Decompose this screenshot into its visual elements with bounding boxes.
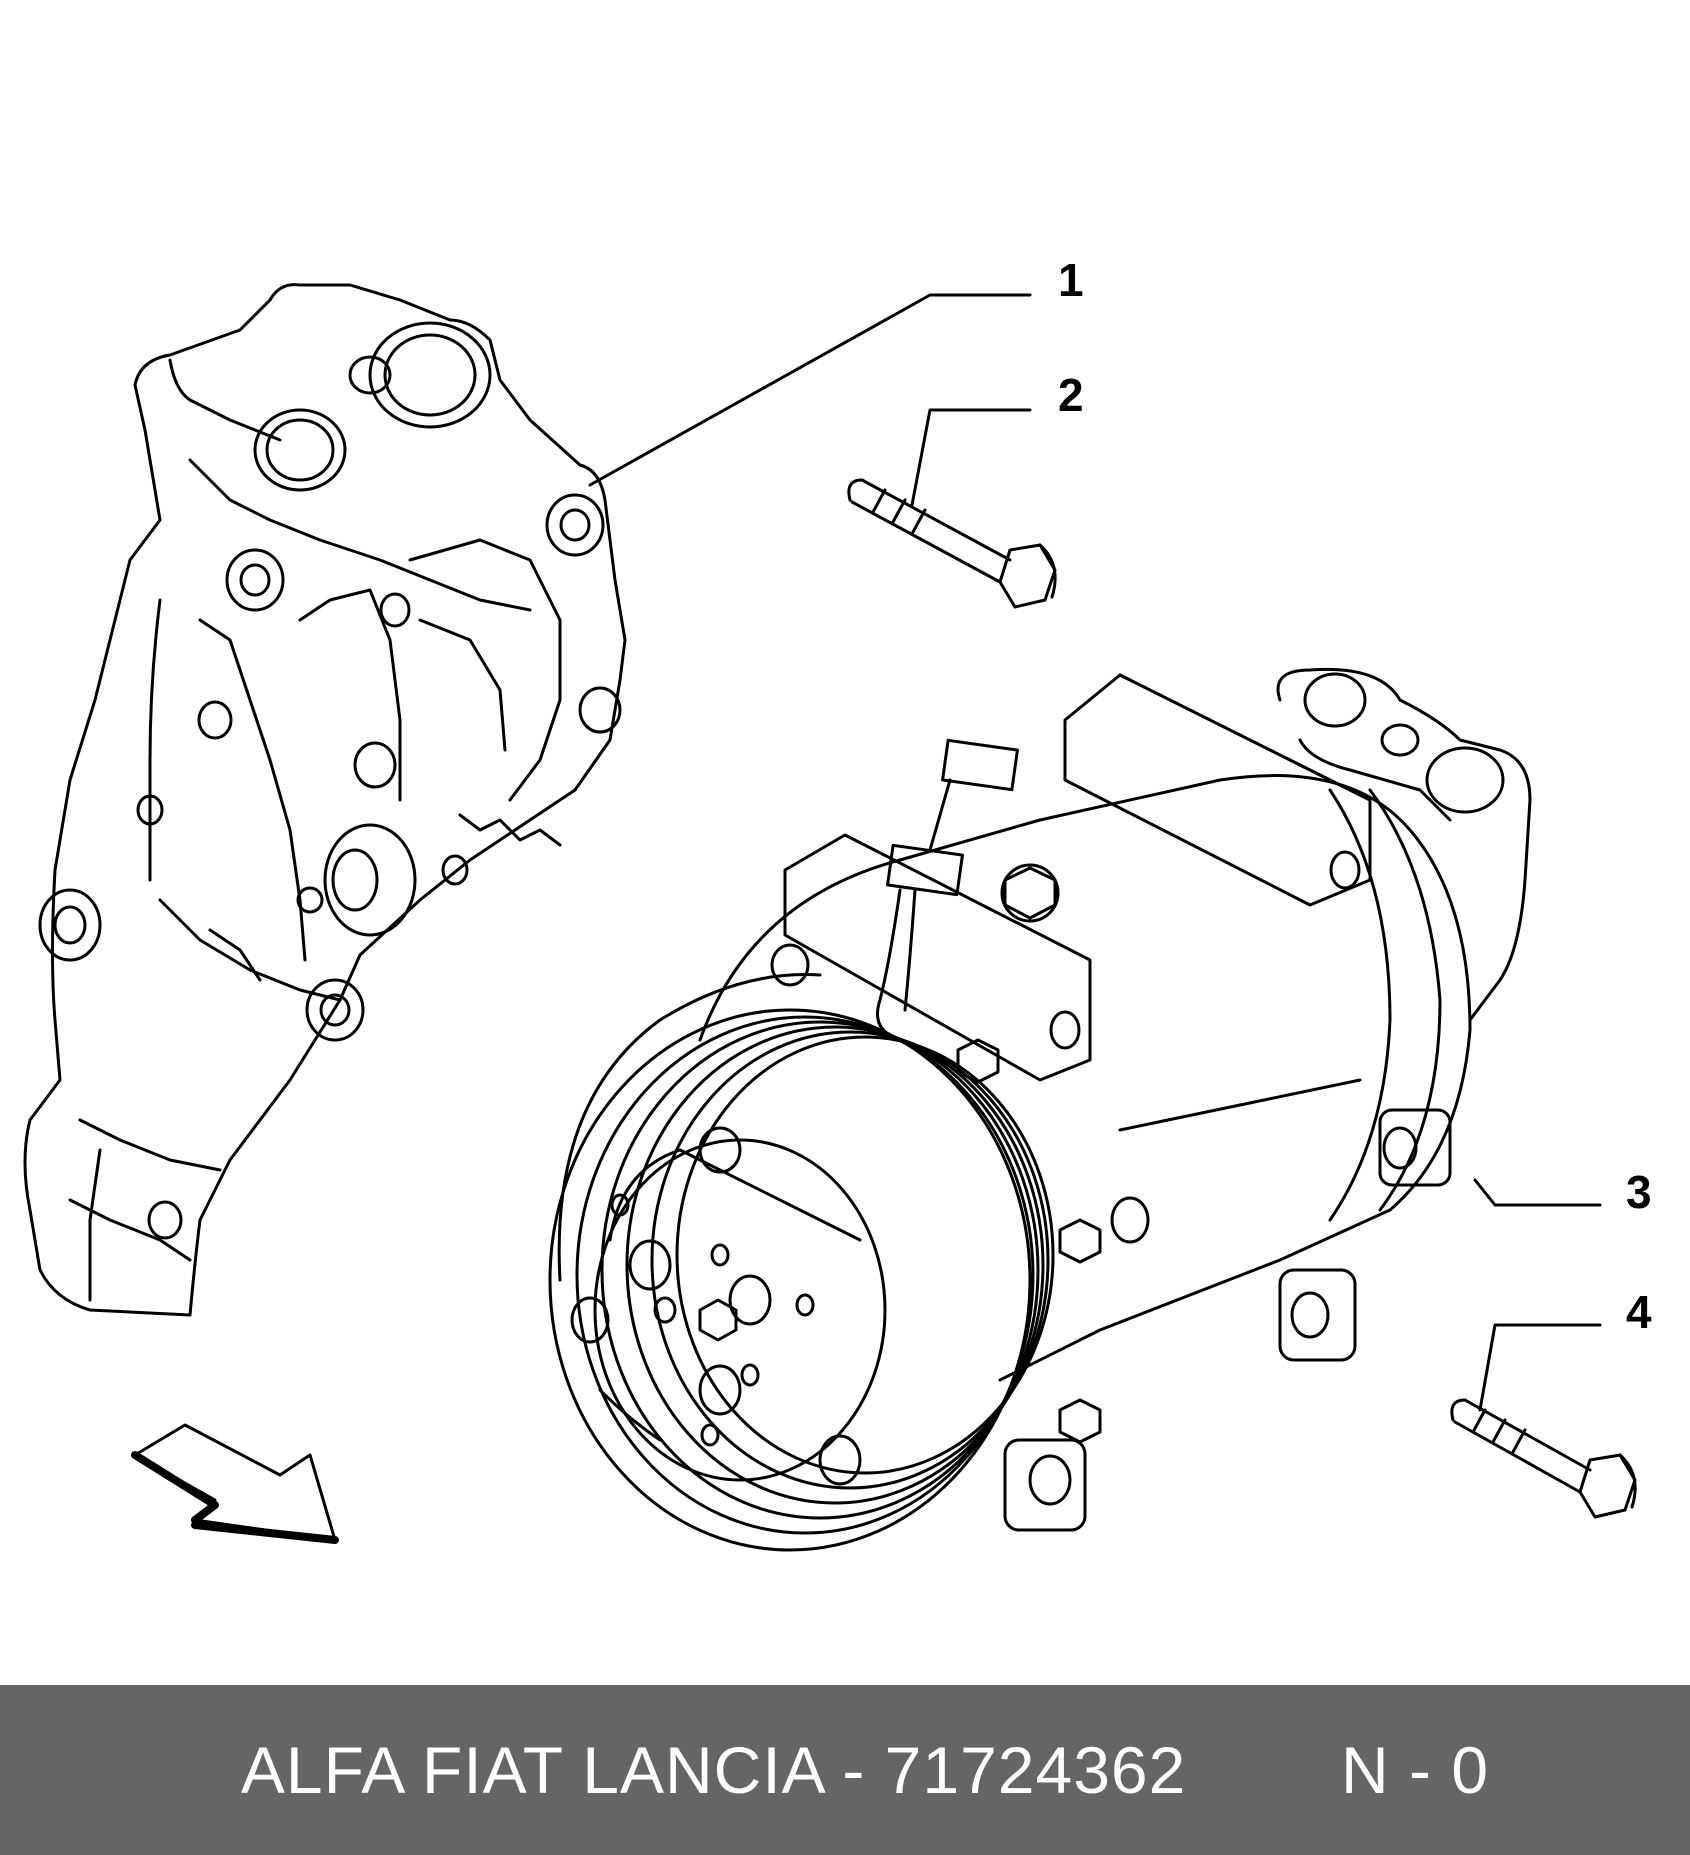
leader-line-2 [910, 408, 1032, 507]
direction-arrow-icon [131, 1423, 339, 1544]
leader-line-3 [1473, 1178, 1602, 1207]
leader-line-1 [588, 293, 1032, 487]
callout-3: 3 [1626, 1166, 1652, 1218]
mounting-bracket [23, 283, 627, 1317]
leader-lines [588, 293, 1602, 1412]
parts-diagram: 1 2 3 4 [23, 254, 1652, 1552]
leader-line-4 [1478, 1323, 1602, 1412]
callout-2: 2 [1058, 369, 1084, 421]
footer-bar: ALFA FIAT LANCIA - 71724362 N - 0 [0, 1685, 1690, 1855]
footer-text: ALFA FIAT LANCIA - 71724362 N - 0 [241, 1732, 1489, 1808]
footer-part-number: ALFA FIAT LANCIA - 71724362 [240, 1733, 1187, 1807]
footer-suffix: N - 0 [1341, 1733, 1490, 1807]
bolt-lower [1450, 1398, 1637, 1519]
ac-compressor [548, 667, 1532, 1552]
callout-1: 1 [1058, 254, 1084, 306]
bolt-upper [847, 478, 1057, 609]
callout-4: 4 [1626, 1286, 1652, 1338]
